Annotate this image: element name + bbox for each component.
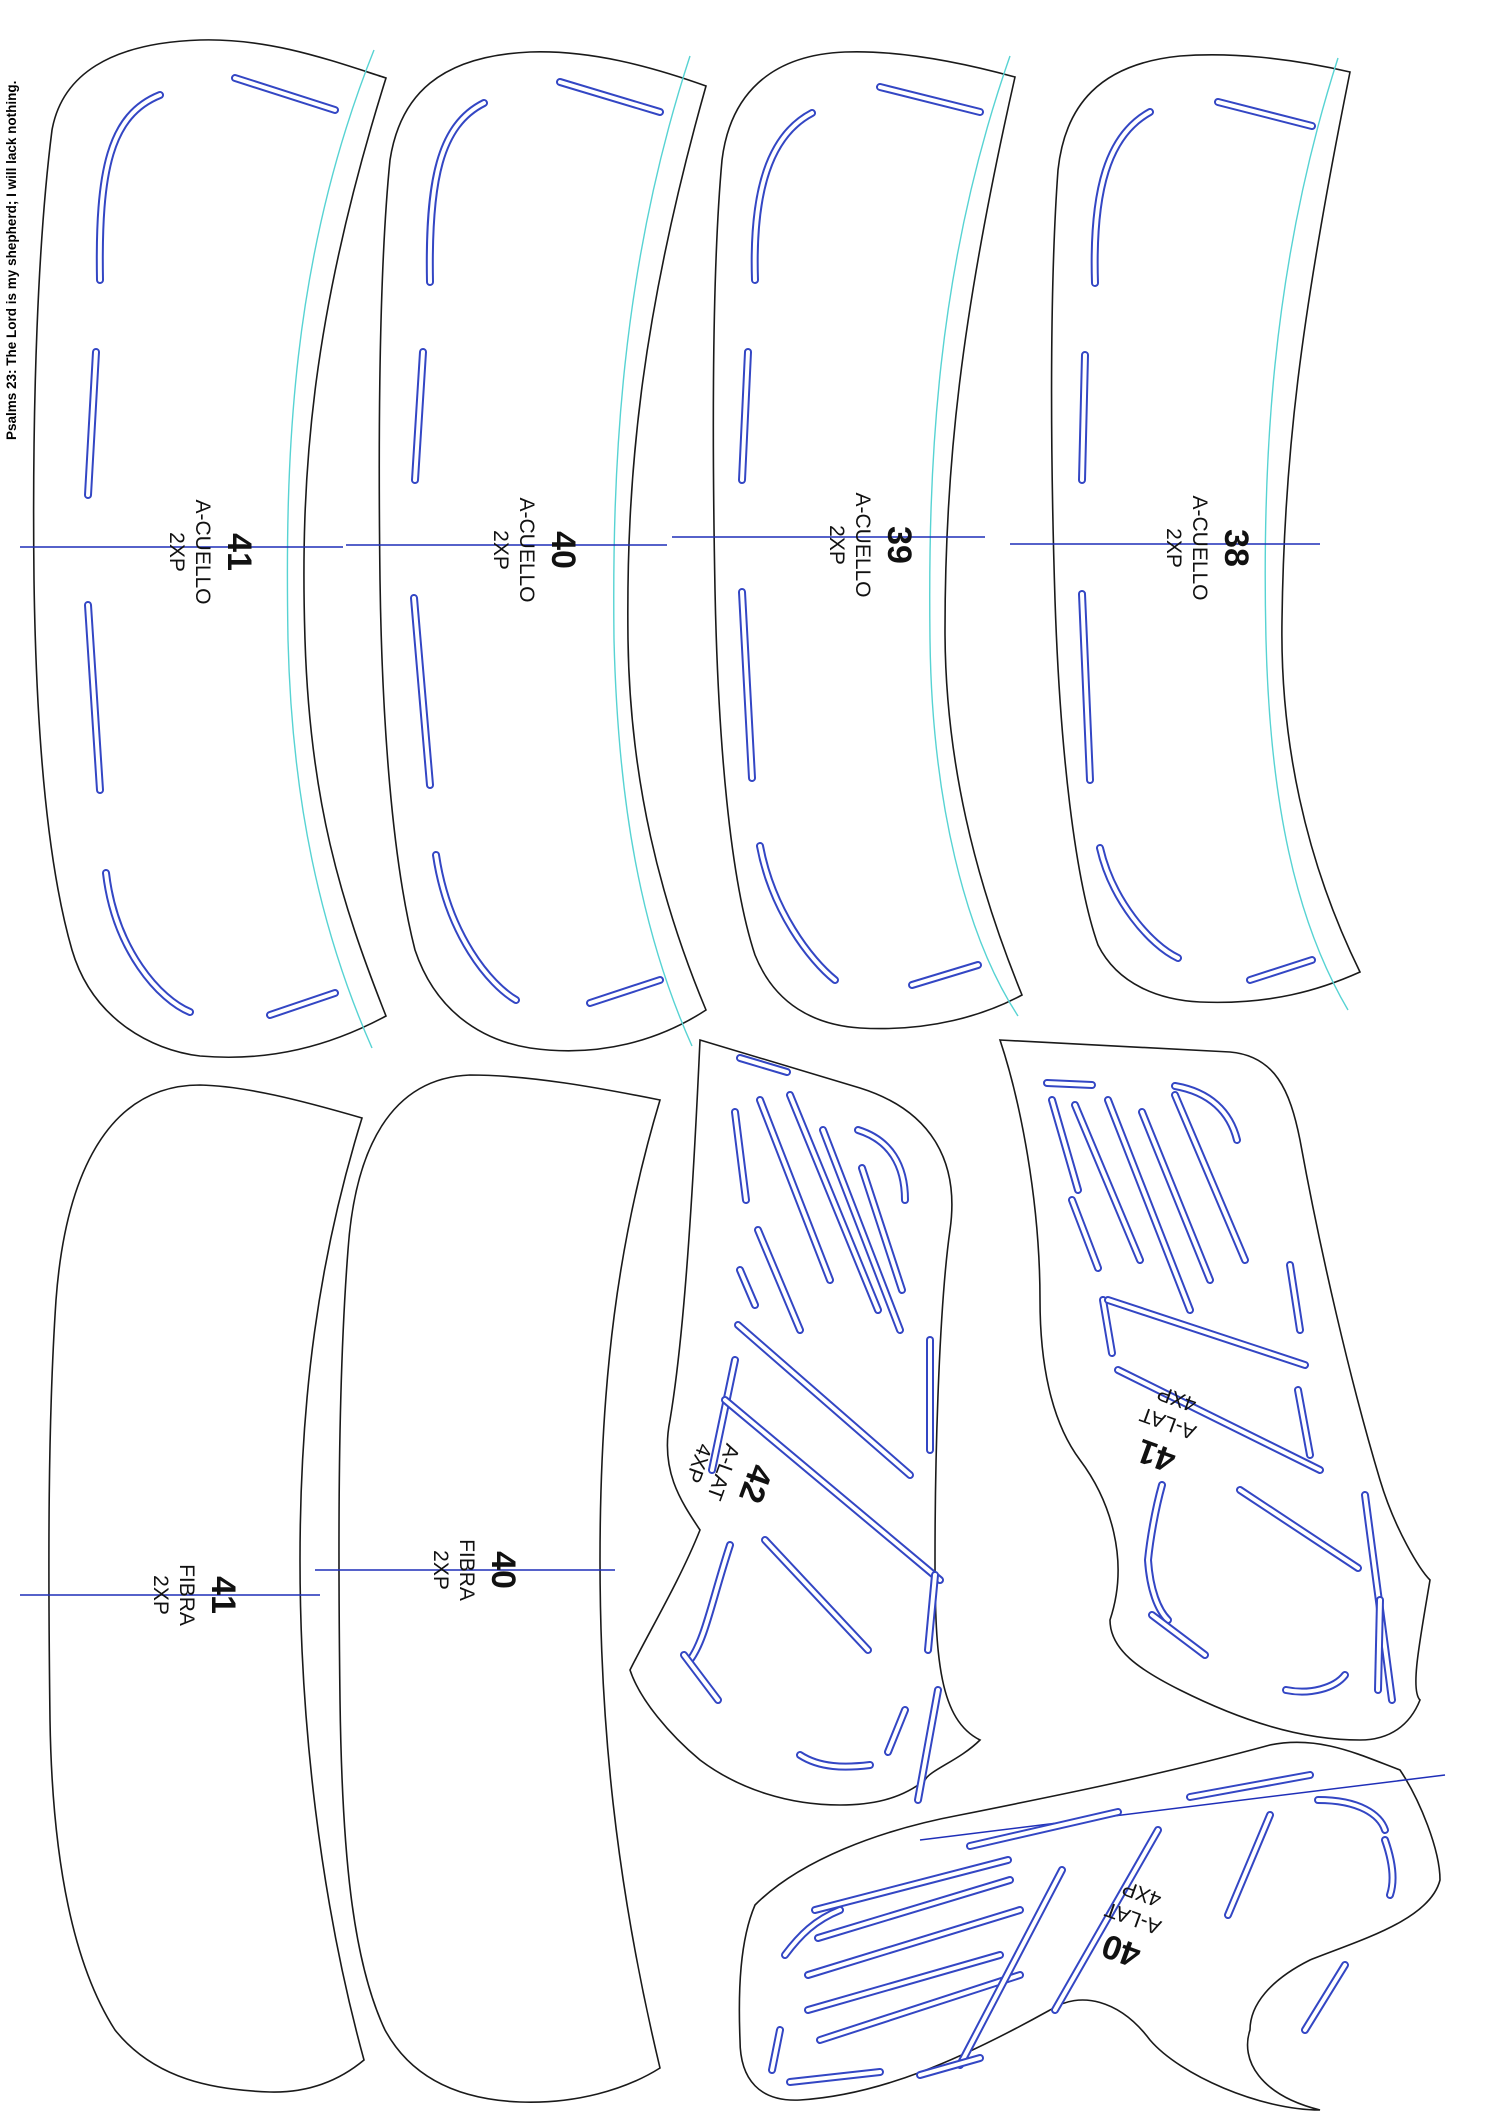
lat-41-label: 41 A-LAT 4XP xyxy=(1132,1381,1200,1480)
cuello-41-slots xyxy=(84,74,339,1019)
cuello-40-seam xyxy=(613,55,693,1047)
lat-41-outline xyxy=(998,1039,1431,1741)
cuello-40-outline xyxy=(378,51,707,1052)
piece-cuello-39[interactable]: 39 A-CUELLO 2XP xyxy=(672,50,1024,1030)
cuello-39-slots xyxy=(738,83,984,989)
cuello-40-label: 40 A-CUELLO 2XP xyxy=(489,497,582,602)
cuello-38-slots xyxy=(1078,98,1316,984)
verse-header: Psalms 23: The Lord is my shepherd; I wi… xyxy=(4,81,19,440)
cuello-41-qty: 2XP xyxy=(165,532,188,572)
fibra-41-qty: 2XP xyxy=(149,1575,172,1615)
cuello-41-number: 41 xyxy=(220,533,258,571)
fibra-41-label: 41 FIBRA 2XP xyxy=(149,1564,242,1626)
cuello-40-name: A-CUELLO xyxy=(515,497,538,602)
lat-42-outline xyxy=(629,1038,982,1806)
cuello-38-outline xyxy=(1050,53,1362,1004)
fibra-41-number: 41 xyxy=(204,1576,242,1614)
lat-42-slots xyxy=(680,1054,944,1804)
cuello-38-seam xyxy=(1264,57,1349,1011)
piece-cuello-41[interactable]: 41 A-CUELLO 2XP xyxy=(20,39,388,1059)
fibra-40-label: 40 FIBRA 2XP xyxy=(429,1539,522,1601)
cuello-38-label: 38 A-CUELLO 2XP xyxy=(1162,495,1255,600)
lat-40-number: 40 xyxy=(1097,1926,1146,1975)
cuello-38-name: A-CUELLO xyxy=(1188,495,1211,600)
piece-cuello-40[interactable]: 40 A-CUELLO 2XP xyxy=(346,51,707,1052)
cuello-38-number: 38 xyxy=(1217,529,1255,567)
cuello-39-seam xyxy=(929,55,1019,1017)
piece-lat-40[interactable]: 40 A-LAT 4XP xyxy=(738,1741,1446,2111)
lat-40-slots xyxy=(768,1771,1397,2086)
cuello-41-name: A-CUELLO xyxy=(191,499,214,604)
fibra-41-outline xyxy=(48,1084,365,2093)
cuello-39-number: 39 xyxy=(880,526,918,564)
lat-42-number: 42 xyxy=(731,1459,780,1508)
piece-cuello-38[interactable]: 38 A-CUELLO 2XP xyxy=(1010,53,1362,1011)
fibra-40-outline xyxy=(338,1074,662,2103)
piece-lat-41[interactable]: 41 A-LAT 4XP xyxy=(998,1039,1431,1741)
piece-fibra-40[interactable]: 40 FIBRA 2XP xyxy=(315,1074,662,2103)
cuello-39-name: A-CUELLO xyxy=(851,492,874,597)
lat-40-outline xyxy=(738,1741,1441,2111)
fibra-40-name: FIBRA xyxy=(455,1539,478,1601)
fibra-40-number: 40 xyxy=(484,1551,522,1589)
fibra-41-name: FIBRA xyxy=(175,1564,198,1626)
fibra-40-qty: 2XP xyxy=(429,1550,452,1590)
cuello-41-outline xyxy=(32,39,388,1059)
cuello-38-qty: 2XP xyxy=(1162,528,1185,568)
cuello-41-label: 41 A-CUELLO 2XP xyxy=(165,499,258,604)
cuello-40-number: 40 xyxy=(544,531,582,569)
cuello-39-qty: 2XP xyxy=(825,525,848,565)
cuello-39-outline xyxy=(712,50,1024,1030)
cuello-41-seam xyxy=(286,49,375,1049)
lat-41-number: 41 xyxy=(1132,1431,1181,1480)
lat-42-label: 42 A-LAT 4XP xyxy=(681,1440,780,1508)
cuello-39-label: 39 A-CUELLO 2XP xyxy=(825,492,918,597)
cuello-40-qty: 2XP xyxy=(489,530,512,570)
lat-40-grain xyxy=(919,1774,1446,1841)
piece-fibra-41[interactable]: 41 FIBRA 2XP xyxy=(20,1084,365,2093)
cuello-40-slots xyxy=(410,78,664,1007)
lat-41-slots xyxy=(1043,1079,1396,1704)
piece-lat-42[interactable]: 42 A-LAT 4XP xyxy=(629,1038,982,1806)
